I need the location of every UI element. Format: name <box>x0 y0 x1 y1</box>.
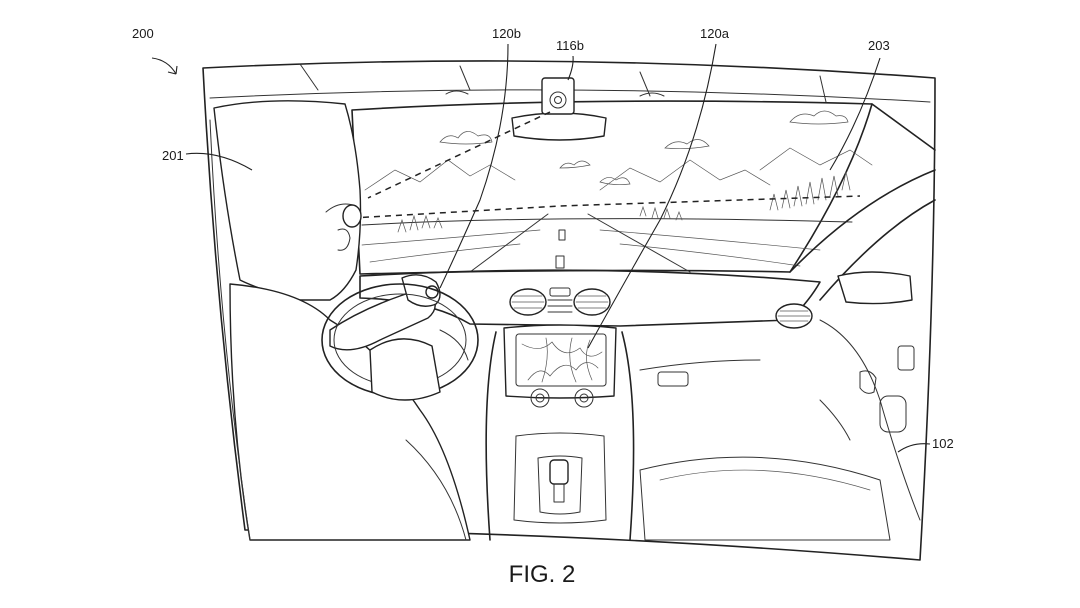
label-camera: 116b <box>556 38 584 53</box>
passenger-side <box>639 103 936 541</box>
label-system: 200 <box>132 26 154 41</box>
driver <box>209 100 471 541</box>
figure-caption: FIG. 2 <box>509 561 576 588</box>
reference-labels: 200 201 116b 120b 120a 203 102 <box>132 26 954 451</box>
label-vehicle: 102 <box>932 436 954 451</box>
center-display <box>503 324 617 408</box>
label-view: 203 <box>868 38 890 53</box>
label-driver: 201 <box>162 148 184 163</box>
figure-frame <box>202 60 936 561</box>
camera-field-of-view <box>351 111 861 219</box>
label-sensor-display: 120a <box>700 26 730 41</box>
camera-unit <box>541 77 575 115</box>
label-sensor-driver: 120b <box>492 26 521 41</box>
center-console <box>485 331 635 541</box>
steering-wheel <box>321 283 479 401</box>
leader-lines <box>151 43 931 453</box>
